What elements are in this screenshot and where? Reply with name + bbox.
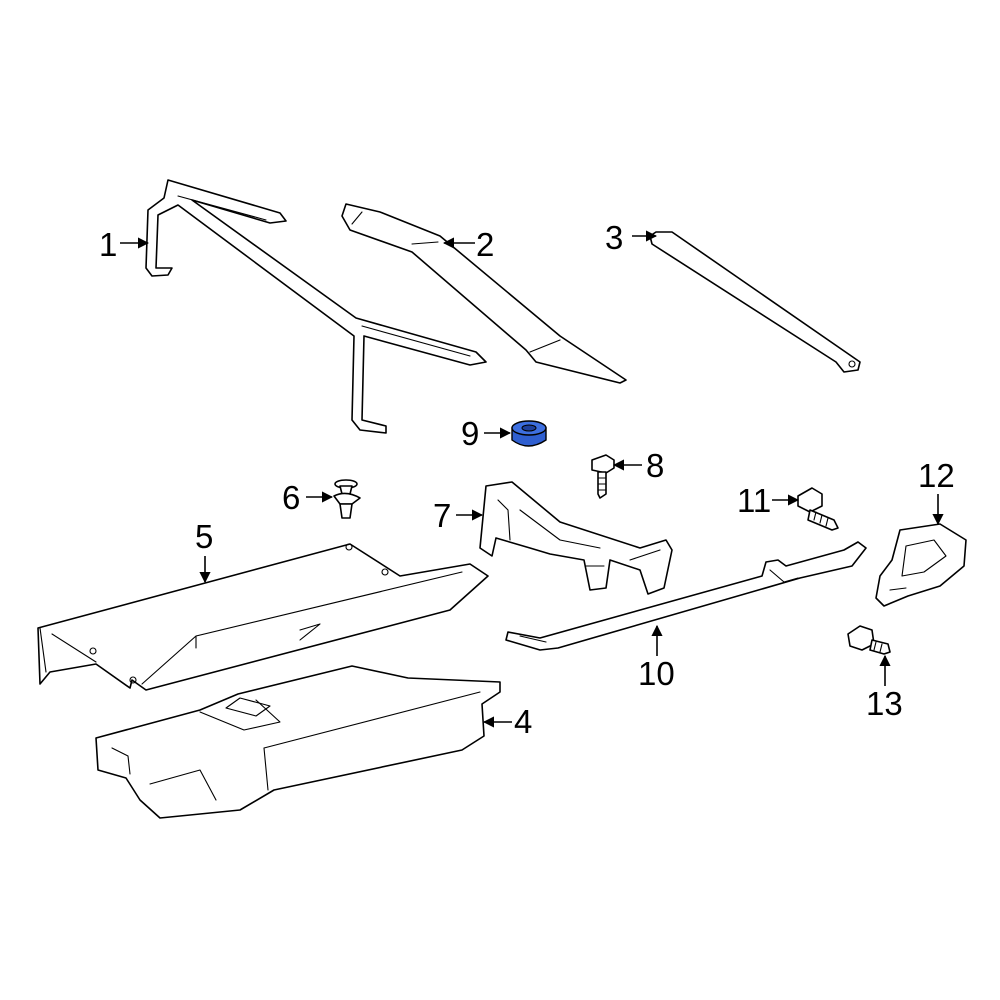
part-3-rod[interactable] [649,231,861,373]
part-12-bracket[interactable] [875,523,967,607]
leader-lines [120,230,944,728]
callout-8: 8 [646,447,665,484]
callout-6: 6 [282,479,301,516]
part-9-grommet[interactable] [511,420,547,447]
callout-2: 2 [476,226,495,263]
callout-10: 10 [638,655,675,692]
callout-7: 7 [433,497,452,534]
callout-9: 9 [461,415,480,452]
part-4-box[interactable] [95,665,501,819]
part-11-bolt[interactable] [797,487,839,531]
part-10-bar[interactable] [505,541,867,651]
part-5-tray[interactable] [37,543,489,691]
callout-5: 5 [195,518,214,555]
callout-12: 12 [918,457,955,494]
callout-1: 1 [99,226,118,263]
part-13-bolt[interactable] [847,625,891,655]
callout-11: 11 [737,482,772,519]
part-1-brace[interactable] [145,179,487,434]
callout-4: 4 [514,703,533,740]
callout-13: 13 [866,685,903,722]
callout-3: 3 [605,219,624,256]
part-2-panel[interactable] [341,203,627,384]
part-6-clip[interactable] [333,479,361,519]
part-8-bolt[interactable] [591,454,615,499]
part-7-bracket[interactable] [479,481,673,595]
